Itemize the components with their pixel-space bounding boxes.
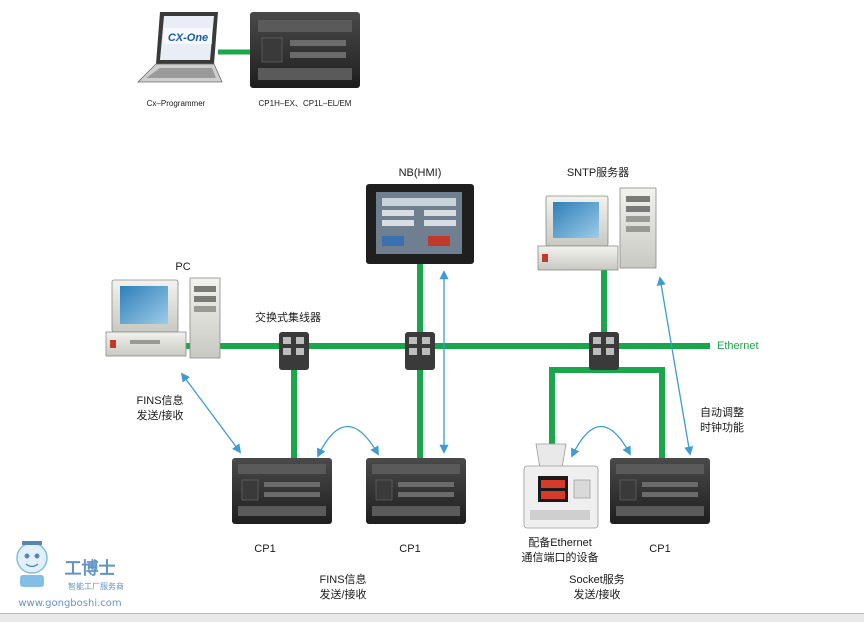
watermark: 工博士 智能工厂服务商 www.gongboshi.com	[16, 541, 124, 609]
switch-hub-middle	[405, 332, 435, 370]
cx-one-logo: CX-One	[164, 28, 212, 44]
plc-model-label: CP1H–EX、CP1L–EL/EM	[259, 99, 352, 108]
fins-bottom-line1: FINS信息	[319, 572, 366, 586]
pc-label: PC	[175, 261, 190, 273]
device-label-line1: 配备Ethernet	[528, 535, 592, 549]
switch-label: 交换式集线器	[255, 310, 321, 324]
cx-programmer-laptop: CX-One	[137, 12, 223, 83]
cp1-label-c: CP1	[649, 543, 670, 555]
fins-arrow-pc	[180, 372, 242, 454]
cp1-label-a: CP1	[254, 543, 275, 555]
ethernet-network	[172, 262, 710, 476]
watermark-subtitle: 智能工厂服务商	[68, 581, 124, 591]
socket-line1: Socket服务	[569, 573, 625, 586]
watermark-title: 工博士	[65, 558, 116, 579]
fins-left-line1: FINS信息	[136, 393, 183, 407]
watermark-url: www.gongboshi.com	[18, 598, 121, 609]
fins-arrow-cp1	[317, 425, 379, 458]
software-label: Cx–Programmer	[147, 99, 206, 108]
window-bottom-bar	[0, 613, 864, 622]
sntp-arrow	[656, 276, 694, 456]
socket-arrow	[571, 425, 631, 458]
cp1-label-b: CP1	[399, 543, 420, 555]
hmi-panel	[366, 184, 474, 264]
cp1c-drop	[604, 367, 665, 462]
cp1-plc-a	[232, 458, 332, 524]
ethernet-label: Ethernet	[717, 340, 759, 352]
cp1-plc-b	[366, 458, 466, 524]
switch-hub-right	[589, 332, 619, 370]
sntp-server	[537, 187, 657, 271]
fins-left-line2: 发送/接收	[136, 408, 183, 422]
device-label-line2: 通信端口的设备	[522, 550, 599, 564]
switch-hub-left	[279, 332, 309, 370]
socket-line2: 发送/接收	[573, 587, 620, 601]
cp1-plc-c	[610, 458, 710, 524]
clock-line1: 自动调整	[700, 405, 744, 419]
clock-line2: 时钟功能	[700, 420, 744, 434]
cx-one-logo-text: CX-One	[168, 32, 208, 44]
robot-mascot-icon	[16, 541, 48, 587]
message-arrows	[180, 270, 694, 458]
sntp-label: SNTP服务器	[567, 166, 629, 179]
ethernet-port-device	[523, 443, 599, 529]
hmi-label: NB(HMI)	[399, 167, 442, 179]
fins-bottom-line2: 发送/接收	[319, 587, 366, 601]
pc-computer	[105, 277, 221, 359]
top-plc	[250, 12, 360, 88]
